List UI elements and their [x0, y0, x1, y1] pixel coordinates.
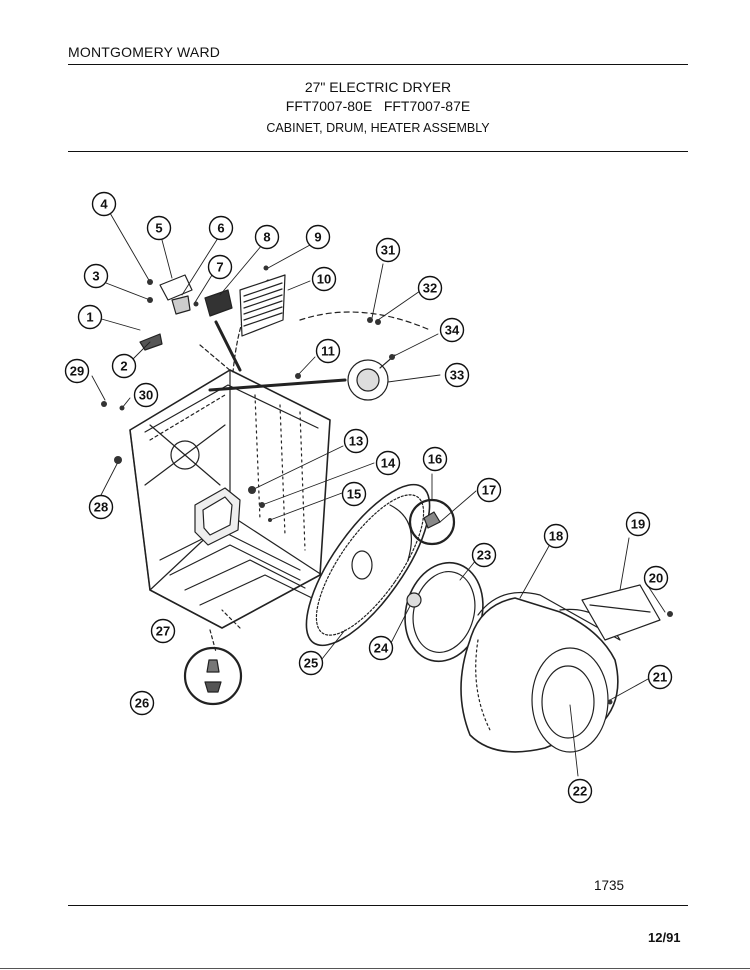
- drum-drawing: [460, 591, 621, 753]
- callout-7: 7: [207, 254, 233, 280]
- callout-label: 26: [135, 696, 149, 711]
- callout-label: 16: [428, 452, 442, 467]
- callout-25: 25: [298, 650, 324, 676]
- callout-29: 29: [64, 358, 90, 384]
- callout-33: 33: [444, 362, 470, 388]
- thermostat-drawing: [347, 354, 396, 401]
- callout-label: 27: [156, 624, 170, 639]
- callout-15: 15: [341, 481, 367, 507]
- callout-label: 24: [374, 641, 389, 656]
- grille-drawing: [239, 274, 286, 337]
- callout-label: 18: [549, 529, 563, 544]
- callout-label: 14: [381, 456, 396, 471]
- callout-label: 17: [482, 483, 496, 498]
- callout-label: 1: [86, 310, 93, 325]
- callout-16: 16: [422, 446, 448, 472]
- callout-label: 9: [314, 230, 321, 245]
- callout-1: 1: [77, 304, 103, 330]
- callout-10: 10: [311, 266, 337, 292]
- callout-label: 8: [263, 230, 270, 245]
- callout-30: 30: [133, 382, 159, 408]
- callout-27: 27: [150, 618, 176, 644]
- callout-13: 13: [343, 428, 369, 454]
- callout-label: 30: [139, 388, 153, 403]
- callout-label: 5: [155, 221, 162, 236]
- callout-8: 8: [254, 224, 280, 250]
- footer-rule: [68, 905, 688, 906]
- page-bottom-edge: [0, 968, 750, 969]
- brand-name: MONTGOMERY WARD: [68, 44, 221, 60]
- callout-26: 26: [129, 690, 155, 716]
- callout-24: 24: [368, 635, 394, 661]
- callout-label: 32: [423, 281, 437, 296]
- diagram-number: 1735: [594, 878, 625, 893]
- product-title: 27" ELECTRIC DRYER: [304, 79, 452, 95]
- callout-6: 6: [208, 215, 234, 241]
- callout-label: 22: [573, 784, 587, 799]
- callout-11: 11: [315, 338, 341, 364]
- callout-label: 15: [347, 487, 361, 502]
- callout-label: 6: [217, 221, 224, 236]
- callout-22: 22: [567, 778, 593, 804]
- callout-label: 25: [304, 656, 318, 671]
- callout-label: 19: [631, 517, 645, 532]
- callout-label: 11: [321, 344, 335, 359]
- date-code: 12/91: [648, 930, 681, 945]
- callout-label: 21: [653, 670, 667, 685]
- callout-label: 31: [381, 243, 395, 258]
- callout-label: 29: [70, 364, 84, 379]
- callout-32: 32: [417, 275, 443, 301]
- callout-label: 2: [120, 359, 127, 374]
- callout-label: 28: [94, 500, 108, 515]
- callout-label: 13: [349, 434, 363, 449]
- model-numbers: FFT7007-80E FFT7007-87E: [285, 98, 471, 114]
- callout-23: 23: [471, 542, 497, 568]
- callout-3: 3: [83, 263, 109, 289]
- callout-2: 2: [111, 353, 137, 379]
- title-block: 27" ELECTRIC DRYER FFT7007-80E FFT7007-8…: [68, 78, 688, 138]
- callout-34: 34: [439, 317, 465, 343]
- callout-label: 10: [317, 272, 331, 287]
- callout-18: 18: [543, 523, 569, 549]
- callout-label: 4: [100, 197, 108, 212]
- title-rule: [68, 151, 688, 152]
- callout-28: 28: [88, 494, 114, 520]
- callout-14: 14: [375, 450, 401, 476]
- callout-label: 7: [216, 260, 223, 275]
- callout-21: 21: [647, 664, 673, 690]
- callout-31: 31: [375, 237, 401, 263]
- assembly-subtitle: CABINET, DRUM, HEATER ASSEMBLY: [266, 121, 490, 135]
- callout-5: 5: [146, 215, 172, 241]
- callout-label: 20: [649, 571, 663, 586]
- callout-label: 23: [477, 548, 491, 563]
- callout-label: 33: [450, 368, 464, 383]
- callout-label: 34: [445, 323, 460, 338]
- cabinet-drawing: [129, 279, 431, 653]
- callout-17: 17: [476, 477, 502, 503]
- callout-9: 9: [305, 224, 331, 250]
- header-rule: [68, 64, 688, 65]
- front-bulkhead-drawing: [305, 483, 431, 647]
- callout-label: 3: [92, 269, 99, 284]
- callout-4: 4: [91, 191, 117, 217]
- callout-19: 19: [625, 511, 651, 537]
- callout-20: 20: [643, 565, 669, 591]
